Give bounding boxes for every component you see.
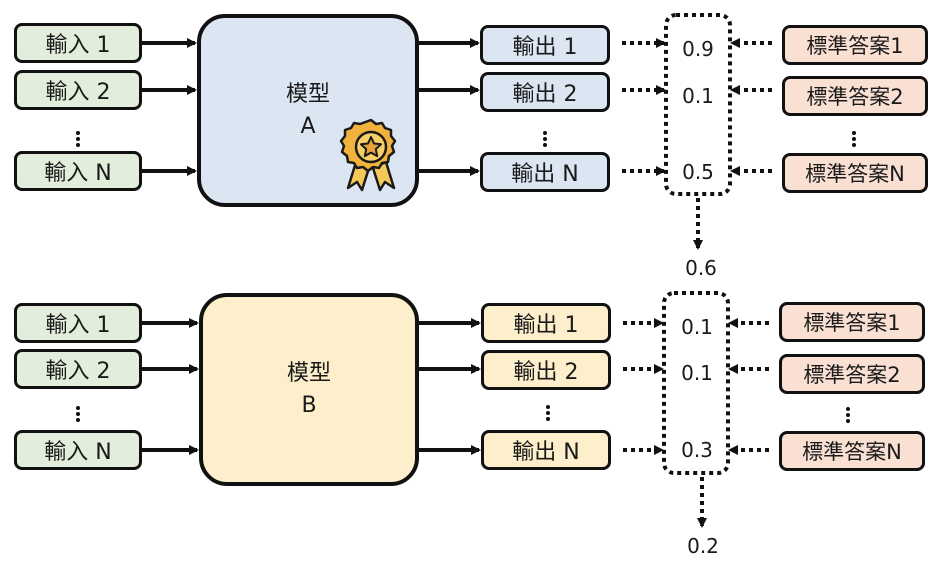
input-label: 輸入 1: [45, 313, 111, 338]
input-box-n: 輸入 N: [14, 151, 142, 191]
ellipsis-vertical-icon: [543, 131, 549, 149]
model-label: 模型: [286, 360, 331, 386]
answer-label: 標準答案1: [803, 311, 901, 335]
answer-box-1: 標準答案1: [782, 25, 928, 65]
answer-label: 標準答案2: [803, 363, 901, 387]
score-group-box: [662, 291, 730, 475]
answer-box-1: 標準答案1: [779, 302, 925, 342]
ellipsis-vertical-icon: [76, 406, 82, 424]
answer-label: 標準答案1: [806, 34, 904, 58]
input-box-1: 輸入 1: [14, 303, 142, 343]
ellipsis-vertical-icon: [546, 405, 552, 423]
input-label: 輸入 1: [45, 33, 111, 58]
answer-box-2: 標準答案2: [779, 354, 925, 394]
score-1: 0.1: [681, 315, 713, 339]
answer-box-n: 標準答案N: [782, 153, 928, 193]
input-box-2: 輸入 2: [14, 349, 142, 389]
output-box-2: 輸出 2: [480, 72, 610, 112]
input-label: 輸入 2: [45, 359, 111, 384]
score-2: 0.1: [682, 84, 714, 108]
answer-label: 標準答案2: [806, 85, 904, 109]
output-label: 輸出 N: [511, 162, 579, 187]
score-group-box: [664, 13, 732, 196]
model-label: 模型: [285, 81, 330, 107]
score-n: 0.5: [682, 160, 714, 184]
input-box-2: 輸入 2: [14, 70, 142, 110]
ellipsis-vertical-icon: [846, 407, 852, 425]
ellipsis-vertical-icon: [852, 131, 858, 149]
output-label: 輸出 1: [512, 35, 578, 60]
output-label: 輸出 1: [513, 313, 579, 338]
input-label: 輸入 N: [44, 440, 112, 465]
output-box-2: 輸出 2: [481, 350, 611, 390]
input-box-n: 輸入 N: [14, 430, 142, 470]
output-label: 輸出 2: [513, 360, 579, 385]
model-b-box: 模型 B: [199, 293, 419, 486]
award-medal-icon: [339, 118, 397, 192]
score-n: 0.3: [681, 438, 713, 462]
answer-box-2: 標準答案2: [782, 76, 928, 116]
score-1: 0.9: [682, 37, 714, 61]
answer-label: 標準答案N: [805, 162, 905, 186]
output-box-1: 輸出 1: [481, 303, 611, 343]
output-box-n: 輸出 N: [481, 430, 611, 470]
average-score: 0.6: [685, 256, 717, 280]
ellipsis-vertical-icon: [76, 131, 82, 149]
input-box-1: 輸入 1: [14, 23, 142, 63]
input-label: 輸入 N: [44, 161, 112, 186]
input-label: 輸入 2: [45, 80, 111, 105]
answer-label: 標準答案N: [802, 440, 902, 464]
model-name: A: [300, 113, 316, 139]
output-box-1: 輸出 1: [480, 25, 610, 65]
output-box-n: 輸出 N: [480, 152, 610, 192]
score-2: 0.1: [681, 361, 713, 385]
model-name: B: [301, 392, 317, 418]
output-label: 輸出 2: [512, 82, 578, 107]
average-score: 0.2: [687, 534, 719, 558]
output-label: 輸出 N: [512, 440, 580, 465]
answer-box-n: 標準答案N: [779, 431, 925, 471]
